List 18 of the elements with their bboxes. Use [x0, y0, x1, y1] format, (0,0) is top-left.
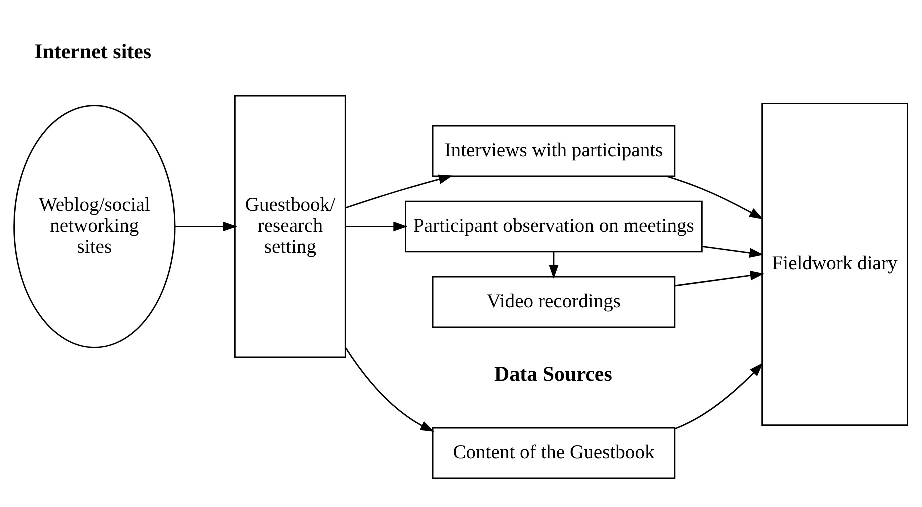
node-box: Video recordings: [432, 276, 676, 328]
arrow: [175, 221, 238, 232]
node-box: Guestbook/ research setting: [234, 94, 346, 358]
arrow: [345, 346, 435, 432]
arrow: [674, 362, 764, 430]
label: Internet sites: [34, 38, 152, 63]
arrow: [346, 174, 453, 208]
arrow: [549, 252, 559, 278]
node-box: Content of the Guestbook: [432, 426, 676, 479]
arrow: [346, 221, 408, 232]
node-box: Fieldwork diary: [762, 102, 908, 426]
node-ellipse: Weblog/social networking sites: [14, 104, 176, 348]
node-box: Interviews with participants: [432, 124, 676, 177]
arrow: [702, 245, 764, 258]
arrow: [674, 270, 764, 286]
node-box: Participant observation on meetings: [405, 200, 703, 252]
arrow: [666, 175, 764, 220]
label: Data Sources: [494, 362, 612, 386]
